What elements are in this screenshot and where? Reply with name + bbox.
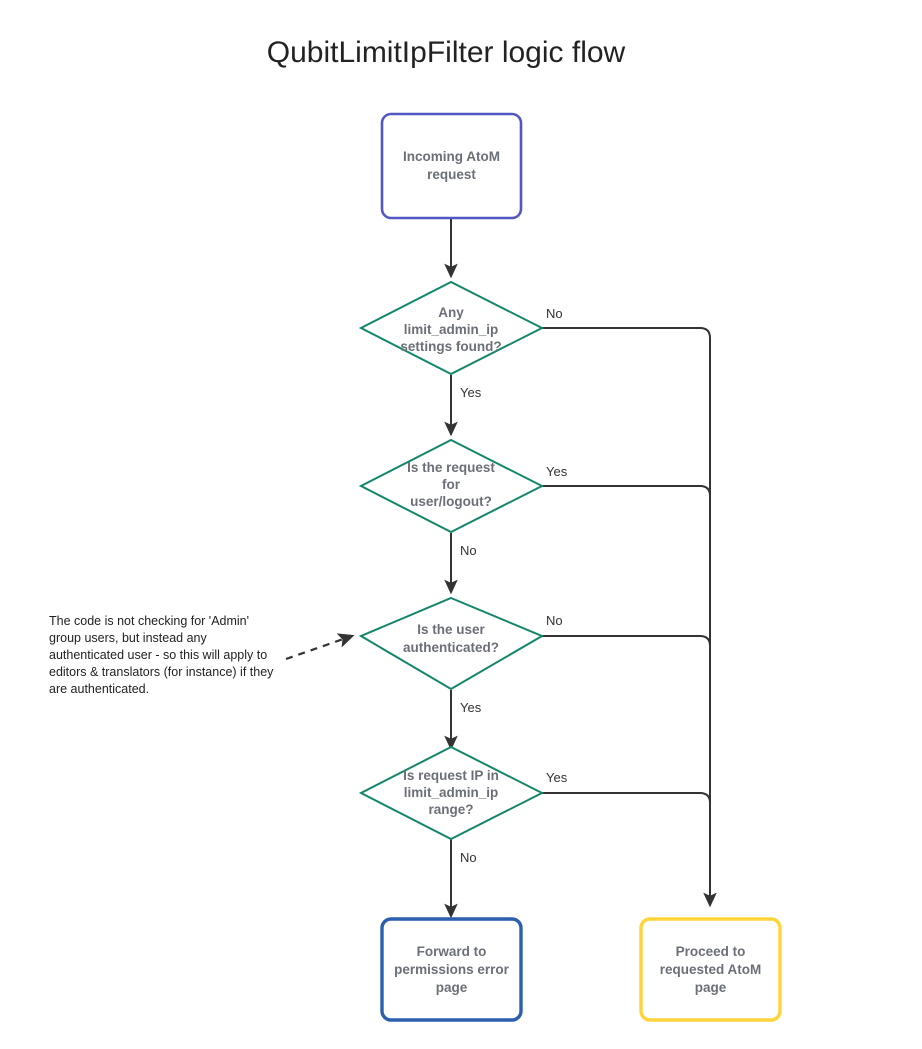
edge-label-decision4-no: No: [460, 850, 477, 865]
node-forward-permissions-error[interactable]: Forward to permissions error page: [380, 917, 523, 1022]
decision2-line-2: for: [442, 477, 461, 492]
node-request-for-user-logout[interactable]: Is the request for user/logout?: [358, 438, 545, 534]
decision1-line-2: limit_admin_ip: [404, 322, 499, 337]
note-line-2: group users, but instead any: [49, 631, 207, 645]
decision2-line-3: user/logout?: [410, 494, 492, 509]
decision3-line-1: Is the user: [417, 622, 485, 637]
edge-label-decision3-no: No: [546, 613, 563, 628]
edge-decision4-yes: [541, 792, 711, 860]
decision2-line-1: Is the request: [407, 460, 495, 475]
decision1-line-3: settings found?: [400, 339, 501, 354]
decision4-line-2: limit_admin_ip: [404, 785, 499, 800]
edge-note-to-decision3: [285, 633, 355, 661]
edge-label-decision1-yes: Yes: [460, 385, 482, 400]
decision3-line-2: authenticated?: [403, 640, 499, 655]
page-title: QubitLimitIpFilter logic flow: [267, 36, 626, 69]
incoming-request-shape: [380, 112, 523, 220]
decision4-line-1: Is request IP in: [403, 768, 499, 783]
edge-label-decision2-no: No: [460, 543, 477, 558]
proceed-line-1: Proceed to: [676, 944, 746, 959]
edge-label-decision3-yes: Yes: [460, 700, 482, 715]
proceed-to-atom-page-shape: [639, 917, 782, 1022]
error-line-2: permissions error: [394, 962, 510, 977]
error-line-1: Forward to: [417, 944, 487, 959]
request-ip-in-range-shape: [358, 745, 545, 841]
node-user-authenticated[interactable]: Is the user authenticated?: [358, 596, 545, 691]
note-line-3: authenticated user - so this will apply …: [49, 648, 267, 662]
node-limit-admin-ip-settings-found[interactable]: Any limit_admin_ip settings found?: [358, 280, 545, 376]
user-authenticated-shape: [358, 596, 545, 691]
note-line-1: The code is not checking for 'Admin': [49, 614, 249, 628]
incoming-request-line-1: Incoming AtoM: [403, 149, 500, 164]
edge-decision1-no: [541, 327, 717, 908]
edge-label-decision2-yes: Yes: [546, 464, 568, 479]
note-line-5: are authenticated.: [49, 682, 149, 696]
edge-decision2-yes: [541, 485, 711, 560]
error-line-3: page: [436, 980, 468, 995]
edge-decision3-no: [541, 635, 711, 700]
incoming-request-line-2: request: [427, 167, 476, 182]
forward-permissions-error-shape: [380, 917, 523, 1022]
node-request-ip-in-range[interactable]: Is request IP in limit_admin_ip range?: [358, 745, 545, 841]
decision1-line-1: Any: [438, 305, 464, 320]
proceed-line-3: page: [695, 980, 727, 995]
edge-label-decision1-no: No: [546, 306, 563, 321]
node-incoming-request[interactable]: Incoming AtoM request: [380, 112, 523, 220]
decision4-line-3: range?: [428, 802, 473, 817]
node-proceed-to-atom-page[interactable]: Proceed to requested AtoM page: [639, 917, 782, 1022]
edge-label-decision4-yes: Yes: [546, 770, 568, 785]
proceed-line-2: requested AtoM: [660, 962, 762, 977]
annotation-note: The code is not checking for 'Admin' gro…: [49, 614, 274, 696]
limit-admin-ip-settings-found-shape: [358, 280, 545, 376]
note-line-4: editors & translators (for instance) if …: [49, 665, 274, 679]
request-for-user-logout-shape: [358, 438, 545, 534]
